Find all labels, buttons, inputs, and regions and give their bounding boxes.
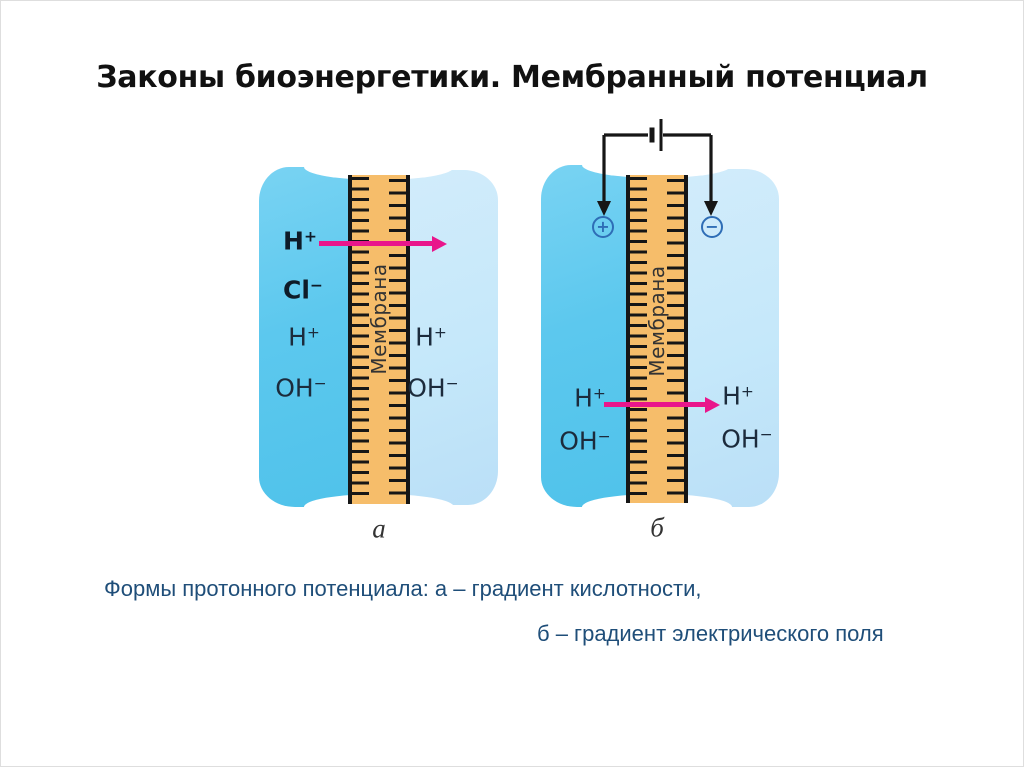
- ion-label-h-plus: H+: [574, 383, 606, 413]
- membrane-hatching-left: [352, 177, 369, 502]
- membrane-hatching-right: [389, 177, 406, 502]
- ion-charge: −: [313, 374, 327, 393]
- ion-label-h-plus: H+: [283, 226, 317, 256]
- arrow-head-icon: [705, 396, 720, 413]
- caption-line-2: б – градиент электрического поля: [537, 621, 884, 646]
- battery-short-plate: [649, 127, 655, 143]
- plus-electrode-icon: +: [592, 216, 614, 238]
- ion-base: OH: [275, 373, 314, 403]
- figure-label-a: а: [372, 513, 386, 544]
- caption-line-1: Формы протонного потенциала: а – градиен…: [104, 576, 702, 601]
- ion-charge: −: [759, 425, 773, 444]
- ion-base: OH: [407, 373, 446, 403]
- ion-charge: +: [303, 227, 317, 246]
- battery-long-plate: [659, 119, 663, 151]
- membrane-label: Мембрана: [645, 265, 669, 377]
- membrane: Мембрана: [348, 175, 410, 504]
- ion-label-oh-minus: OH−: [275, 373, 327, 403]
- ion-charge: +: [433, 323, 447, 342]
- page-title: Законы биоэнергетики. Мембранный потенци…: [96, 60, 928, 95]
- ion-label-oh-minus: OH−: [721, 424, 773, 454]
- ion-base: H: [415, 322, 434, 352]
- ion-label-h-plus: H+: [288, 322, 320, 352]
- membrane: Мембрана: [626, 175, 688, 503]
- ion-base: OH: [559, 426, 598, 456]
- minus-electrode-icon: −: [701, 216, 723, 238]
- membrane-hatching-left: [630, 177, 647, 501]
- arrow-head-icon: [432, 235, 447, 252]
- ion-base: Cl: [283, 275, 310, 305]
- figure-label-b: б: [650, 512, 664, 543]
- diagram-b-electric-field-gradient: Мембрана + − H+ OH− H+ OH− б: [541, 113, 786, 558]
- membrane-label: Мембрана: [367, 263, 391, 375]
- ion-label-oh-minus: OH−: [559, 426, 611, 456]
- ion-charge: +: [592, 384, 606, 403]
- ion-base: H: [574, 383, 593, 413]
- ion-label-h-plus: H+: [415, 322, 447, 352]
- ion-label-h-plus: H+: [722, 381, 754, 411]
- ion-charge: −: [445, 374, 459, 393]
- ion-charge: +: [306, 323, 320, 342]
- ion-charge: −: [597, 427, 611, 446]
- blob-top-notch: [582, 152, 732, 178]
- ion-base: H: [283, 226, 304, 256]
- ion-label-oh-minus: OH−: [407, 373, 459, 403]
- proton-transfer-arrow-icon: [604, 396, 720, 413]
- ion-charge: +: [740, 382, 754, 401]
- proton-transfer-arrow-icon: [319, 235, 447, 252]
- membrane-hatching-right: [667, 177, 684, 501]
- ion-base: OH: [721, 424, 760, 454]
- ion-label-cl-minus: Cl−: [283, 275, 323, 305]
- ion-base: H: [722, 381, 741, 411]
- ion-base: H: [288, 322, 307, 352]
- ion-charge: −: [309, 276, 323, 295]
- diagram-a-acidity-gradient: Мембрана H+ Cl− H+ OH− H+ OH− а: [256, 154, 501, 561]
